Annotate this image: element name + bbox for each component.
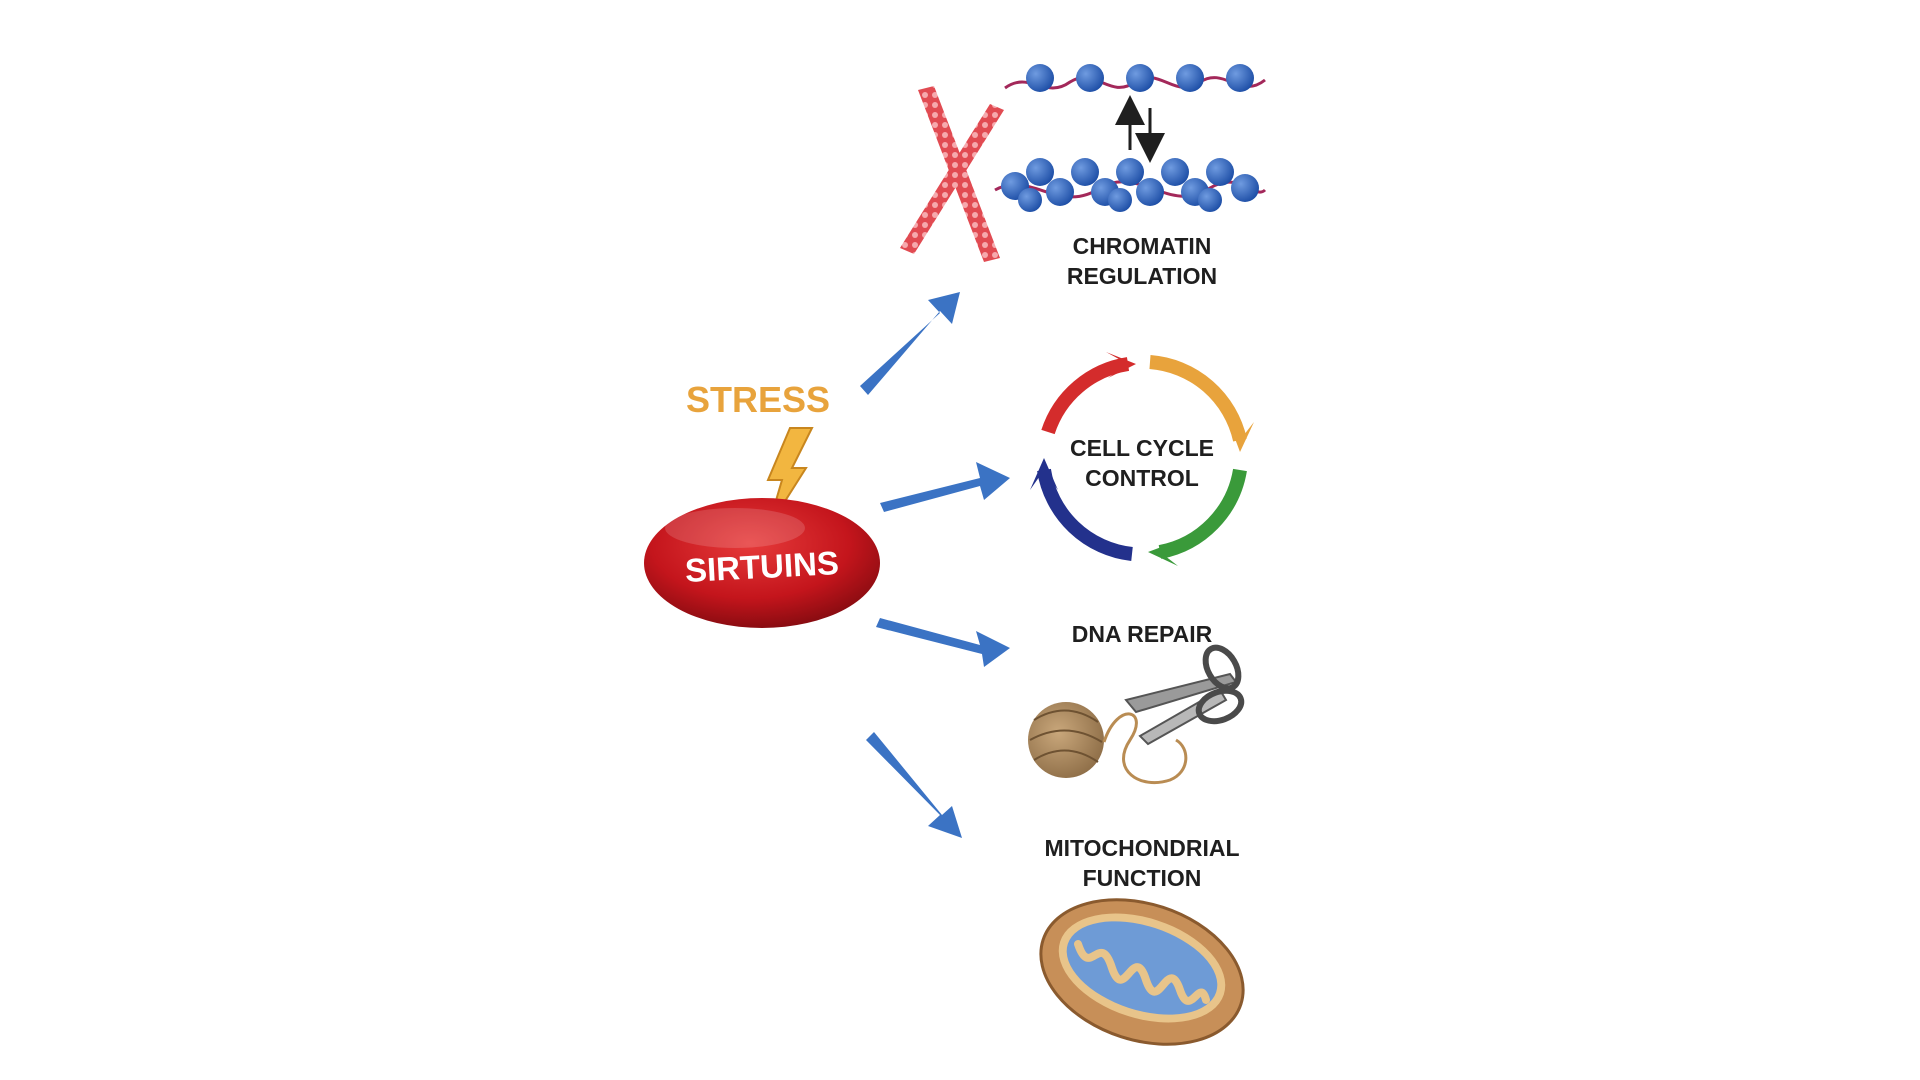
outcome-label-2b: CONTROL bbox=[1085, 465, 1199, 491]
arrow-to-cell-cycle bbox=[880, 462, 1010, 512]
outcome-label-1b: REGULATION bbox=[1067, 263, 1217, 289]
sirtuins-label: SIRTUINS bbox=[684, 544, 840, 589]
arrow-to-chromatin bbox=[860, 292, 960, 395]
scissors-and-thread-icon bbox=[1028, 644, 1245, 785]
outcome-label-4b: FUNCTION bbox=[1083, 865, 1202, 891]
stress-label: STRESS bbox=[686, 379, 830, 420]
outcome-label-3: DNA REPAIR bbox=[1072, 621, 1213, 647]
cell-cycle-icon bbox=[1030, 352, 1254, 566]
arrow-to-dna-repair bbox=[876, 618, 1010, 667]
outcome-label-1: CHROMATIN bbox=[1073, 233, 1212, 259]
yarn-ball-icon bbox=[1028, 702, 1188, 785]
arrow-to-mitochondria bbox=[866, 732, 962, 838]
outcome-label-2: CELL CYCLE bbox=[1070, 435, 1214, 461]
scissors-icon bbox=[1124, 644, 1245, 746]
outcome-label-4: MITOCHONDRIAL bbox=[1044, 835, 1239, 861]
sirtuins-node: SIRTUINS bbox=[644, 498, 880, 628]
chromosome-icon bbox=[900, 86, 1004, 262]
chromatin-icon bbox=[900, 64, 1267, 262]
mitochondrion-icon bbox=[1039, 898, 1245, 1046]
